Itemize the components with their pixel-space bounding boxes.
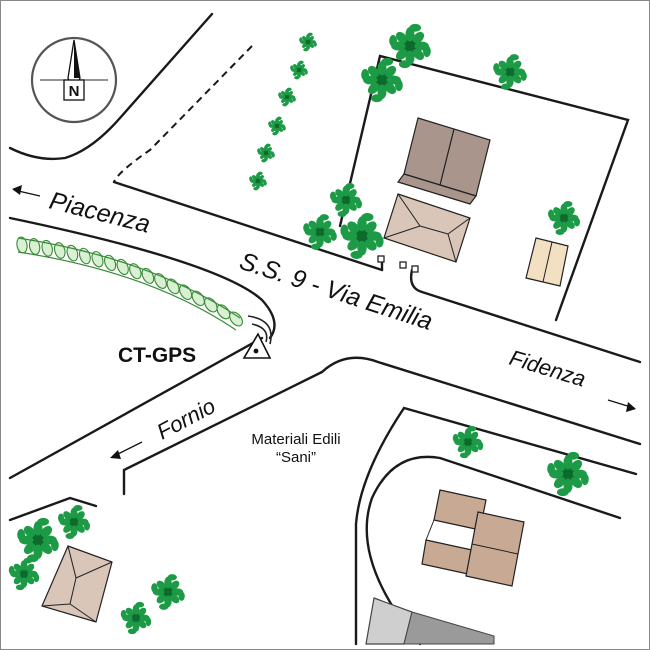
via-emilia-south-edge-east bbox=[320, 356, 642, 446]
gate-post bbox=[411, 265, 419, 273]
gate-post bbox=[399, 261, 407, 269]
tree-icon bbox=[278, 87, 296, 107]
building-north-main bbox=[397, 117, 491, 205]
tree-icon bbox=[17, 517, 59, 563]
tree-icon bbox=[340, 213, 384, 259]
fornio-road-west-edge bbox=[8, 336, 264, 480]
se-property-boundary bbox=[354, 406, 638, 646]
hedge-shrub-icon bbox=[28, 238, 41, 255]
tree-icon bbox=[120, 601, 152, 635]
tree-icon bbox=[290, 60, 308, 80]
hedge-base-line-2 bbox=[17, 251, 237, 331]
tree-icon bbox=[361, 57, 403, 103]
sw-property-boundary bbox=[8, 496, 98, 522]
hedge-base-line bbox=[17, 237, 241, 319]
gate-post bbox=[377, 255, 385, 263]
tree-icon bbox=[257, 143, 275, 163]
compass: N bbox=[30, 36, 118, 124]
tree-icon bbox=[268, 116, 286, 136]
hedge-shrub-icon bbox=[216, 304, 231, 320]
tree-icon bbox=[8, 557, 40, 591]
via-emilia-south-edge-west bbox=[8, 216, 276, 340]
building-north-shed bbox=[525, 237, 569, 287]
tree-icon bbox=[389, 23, 431, 69]
via-emilia-north-edge-east bbox=[409, 268, 642, 364]
station-marker: CT-GPS bbox=[118, 332, 272, 367]
fornio-label: Fornio bbox=[153, 393, 220, 444]
building-southeast bbox=[421, 489, 525, 587]
station-approach-curve-2 bbox=[251, 323, 268, 343]
se-driveway-loop bbox=[365, 455, 622, 646]
building-bottom bbox=[365, 597, 495, 645]
poi-name-line1: Materiali Edili bbox=[251, 431, 340, 448]
piacenza-label: Piacenza bbox=[47, 187, 154, 239]
tree-icon bbox=[249, 171, 267, 191]
via-emilia-north-edge bbox=[112, 180, 384, 272]
fornio-road-east-edge bbox=[122, 370, 324, 496]
north-arrow-icon bbox=[63, 39, 85, 101]
building-north-annex bbox=[383, 193, 471, 263]
north-road-edge bbox=[8, 12, 214, 161]
tree-icon bbox=[58, 505, 90, 539]
piacenza-direction: Piacenza bbox=[12, 185, 153, 239]
hedge-shrub-icon bbox=[41, 239, 53, 257]
tree-icon bbox=[493, 54, 527, 90]
poi-name-line2: “Sani” bbox=[276, 449, 316, 466]
tree-icon bbox=[452, 425, 484, 459]
station-approach-curve bbox=[247, 315, 272, 345]
tree-icon bbox=[303, 214, 337, 250]
tree-icon bbox=[151, 574, 185, 610]
tree-icon bbox=[548, 201, 580, 235]
north-road-centerline bbox=[113, 45, 253, 183]
station-triangle-icon bbox=[242, 332, 272, 359]
tree-icon bbox=[330, 183, 362, 217]
north-letter: N bbox=[69, 83, 80, 100]
tree-icon bbox=[299, 32, 317, 52]
building-southwest bbox=[41, 545, 113, 623]
buildings bbox=[41, 117, 569, 645]
hedge-shrub-icon bbox=[229, 311, 243, 327]
station-label: CT-GPS bbox=[118, 344, 196, 367]
fidenza-label: Fidenza bbox=[507, 345, 589, 392]
